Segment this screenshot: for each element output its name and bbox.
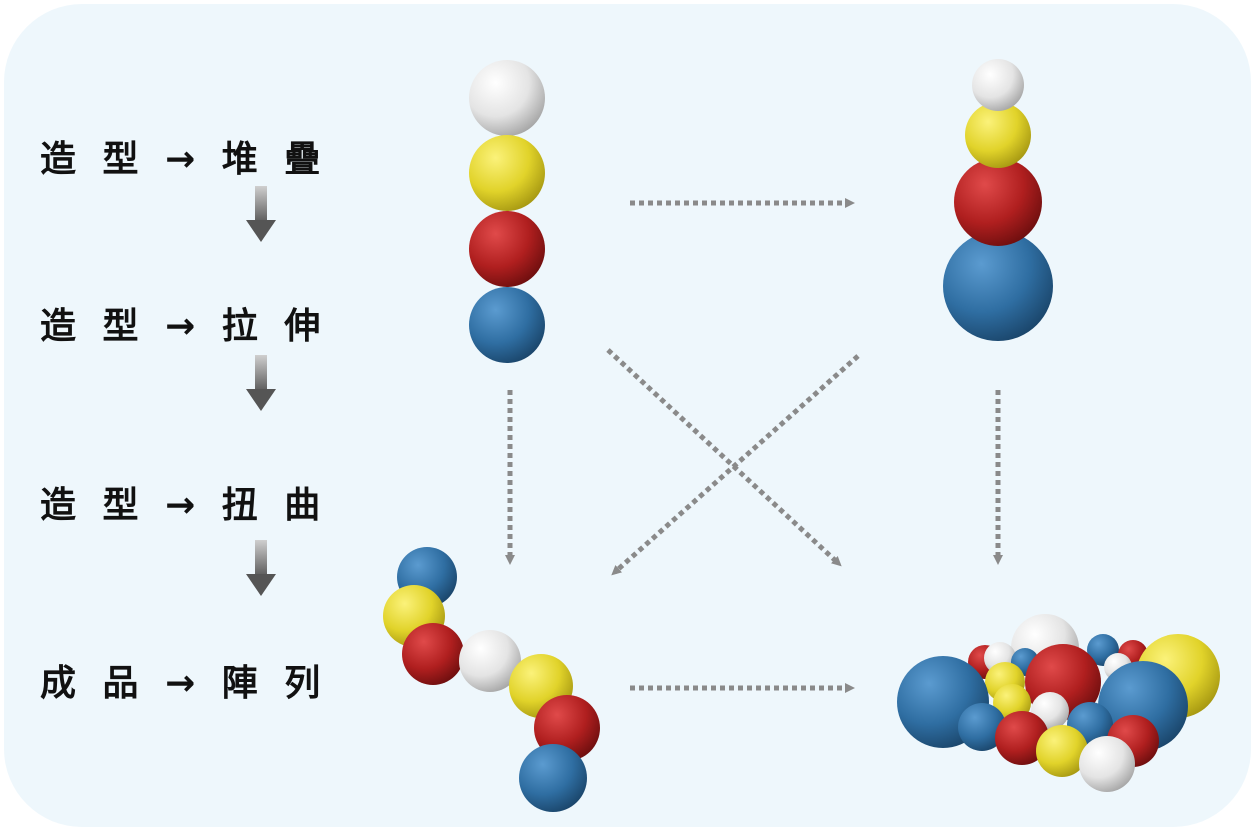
twisted-spheres [383,547,600,812]
step-label-twisting: 造 型 → 扭 曲 [40,485,328,526]
sphere-yellow [965,102,1031,168]
down-arrow-icon [246,540,276,596]
stacked-spheres [469,60,545,363]
sphere-white [1079,736,1135,792]
sphere-yellow [469,135,545,211]
connector-arrows [505,198,1003,693]
sphere-red [995,711,1049,765]
sphere-red [469,211,545,287]
sphere-red [954,158,1042,246]
sphere-white [459,630,521,692]
stretched-spheres [943,59,1053,341]
array-spheres [897,614,1220,792]
down-arrow-icon [246,355,276,411]
sphere-white [469,60,545,136]
arrow-stretch-to-twist [611,354,860,576]
step-label-array: 成 品 → 陣 列 [40,663,328,704]
sphere-yellow [1036,725,1088,777]
sphere-red [402,623,464,685]
sphere-blue [469,287,545,363]
sphere-blue [943,231,1053,341]
sphere-blue [519,744,587,812]
arrow-stack-to-array [606,348,842,567]
step-label-stacking: 造 型 → 堆 疊 [40,139,328,180]
sphere-blue [958,703,1006,751]
down-arrow-icon [246,186,276,242]
step-label-stretching: 造 型 → 拉 伸 [40,306,328,347]
sphere-white [972,59,1024,111]
